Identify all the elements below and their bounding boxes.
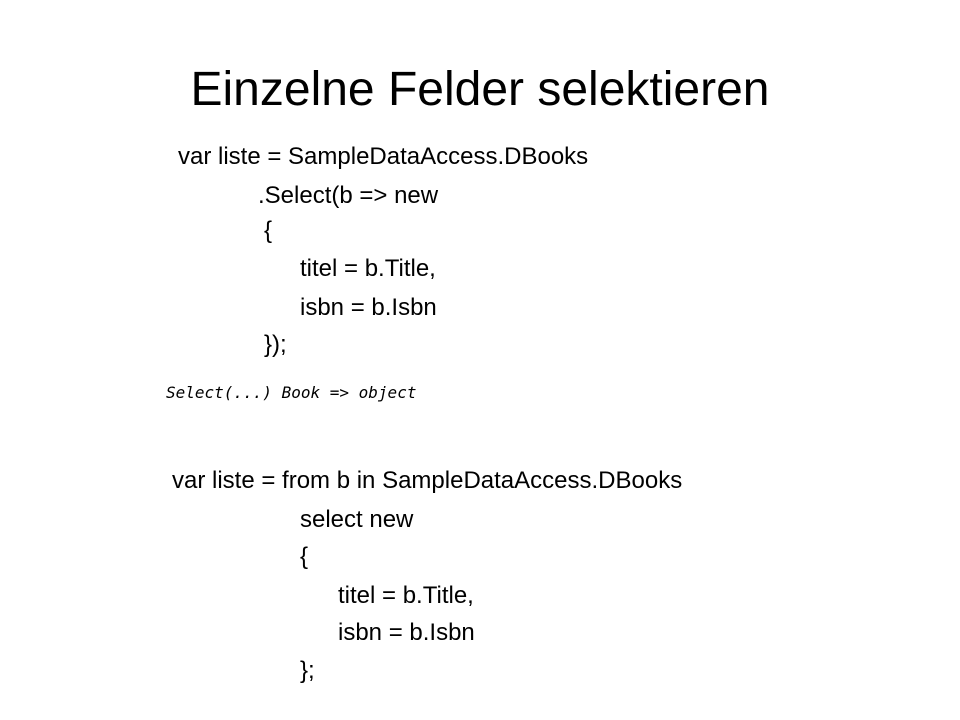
code-line: var liste = from b in SampleDataAccess.D… xyxy=(172,467,683,494)
code-line: .Select(b => new xyxy=(258,182,439,209)
code-line: var liste = SampleDataAccess.DBooks xyxy=(178,143,589,170)
signature-note: Select(...) Book => object xyxy=(166,383,417,402)
code-line: isbn = b.Isbn xyxy=(300,294,437,321)
code-line: { xyxy=(300,543,309,570)
code-line: }; xyxy=(300,657,315,684)
code-line: { xyxy=(264,217,273,244)
code-line: }); xyxy=(264,331,287,358)
code-line: titel = b.Title, xyxy=(338,582,474,609)
slide-title: Einzelne Felder selektieren xyxy=(190,63,770,116)
code-line: select new xyxy=(300,506,414,533)
code-line: titel = b.Title, xyxy=(300,255,436,282)
code-line: isbn = b.Isbn xyxy=(338,619,475,646)
